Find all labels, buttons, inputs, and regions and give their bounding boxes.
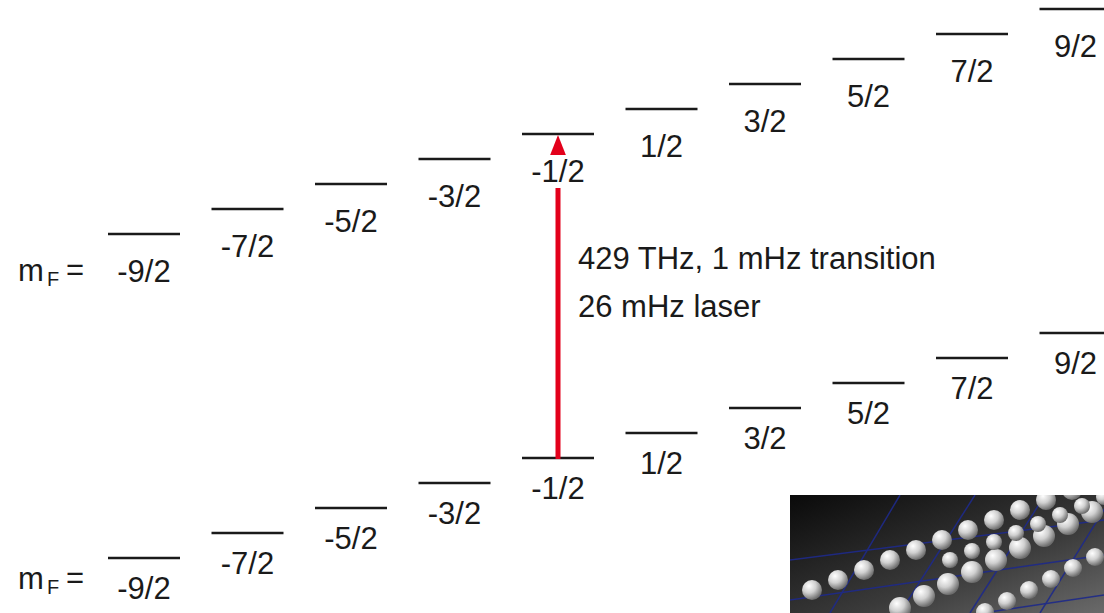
atom xyxy=(932,530,952,550)
sublevel-label: -9/2 xyxy=(117,256,170,287)
sublevel-label: -3/2 xyxy=(428,498,481,529)
atom xyxy=(998,592,1016,610)
energy-level xyxy=(212,532,284,535)
atom xyxy=(961,561,983,583)
energy-level xyxy=(936,33,1008,36)
atom xyxy=(913,585,935,607)
quantum-number-label: m xyxy=(18,563,44,594)
energy-level xyxy=(108,557,180,560)
atom xyxy=(937,573,959,595)
sublevel-label: -7/2 xyxy=(221,548,274,579)
atom xyxy=(906,540,926,560)
sublevel-label: -5/2 xyxy=(324,206,377,237)
atom xyxy=(958,520,978,540)
atom xyxy=(984,510,1004,530)
energy-level xyxy=(315,183,387,186)
energy-level xyxy=(419,158,491,161)
energy-level xyxy=(626,108,698,111)
atom xyxy=(1086,548,1104,566)
quantum-number-subscript: F xyxy=(47,577,59,597)
atom xyxy=(1030,516,1046,532)
atom xyxy=(942,552,958,568)
sublevel-label: 7/2 xyxy=(950,373,993,404)
sublevel-label: -9/2 xyxy=(117,573,170,604)
atom xyxy=(1008,525,1024,541)
energy-level xyxy=(936,357,1008,360)
atom xyxy=(964,543,980,559)
energy-level xyxy=(626,432,698,435)
laser-note: 26 mHz laser xyxy=(578,291,761,322)
atom xyxy=(985,549,1007,571)
energy-level xyxy=(833,382,905,385)
sublevel-label: -1/2 xyxy=(531,473,584,504)
atom xyxy=(1020,581,1038,599)
atom xyxy=(1036,495,1056,510)
sublevel-label: 3/2 xyxy=(743,423,786,454)
energy-level xyxy=(729,83,801,86)
energy-level xyxy=(833,58,905,61)
energy-level xyxy=(522,133,594,136)
sublevel-label: -7/2 xyxy=(221,231,274,262)
atom xyxy=(802,580,822,600)
atom xyxy=(1009,537,1031,559)
transition-note: 429 THz, 1 mHz transition xyxy=(578,243,936,274)
sublevel-label: 9/2 xyxy=(1054,31,1097,62)
energy-level xyxy=(315,507,387,510)
atom xyxy=(880,550,900,570)
atom xyxy=(828,570,848,590)
quantum-number-subscript: F xyxy=(47,269,59,289)
sublevel-label: 3/2 xyxy=(743,106,786,137)
atom xyxy=(1074,498,1090,514)
atom xyxy=(854,560,874,580)
energy-level xyxy=(729,407,801,410)
quantum-number-label: m xyxy=(18,255,44,286)
sublevel-label: 9/2 xyxy=(1054,348,1097,379)
atom xyxy=(1042,570,1060,588)
sublevel-label: -3/2 xyxy=(428,181,481,212)
sublevel-label: 1/2 xyxy=(640,131,683,162)
sublevel-label: 5/2 xyxy=(847,81,890,112)
sublevel-label: 1/2 xyxy=(640,448,683,479)
atom xyxy=(1052,507,1068,523)
sublevel-label: 5/2 xyxy=(847,398,890,429)
energy-level xyxy=(1040,8,1104,11)
energy-level xyxy=(108,233,180,236)
laser-arrow-shaft xyxy=(556,160,561,459)
atom xyxy=(1010,500,1030,520)
sublevel-label: -5/2 xyxy=(324,523,377,554)
energy-level xyxy=(212,208,284,211)
equals-sign: = xyxy=(66,254,84,285)
atom xyxy=(976,603,994,613)
atom xyxy=(1096,495,1104,505)
energy-level xyxy=(419,482,491,485)
energy-level xyxy=(1040,332,1104,335)
atom xyxy=(986,534,1002,550)
atom xyxy=(889,597,911,613)
sublevel-label: -1/2 xyxy=(528,155,587,188)
sublevel-label: 7/2 xyxy=(950,56,993,87)
lattice-image xyxy=(790,495,1104,613)
equals-sign: = xyxy=(66,562,84,593)
atom xyxy=(1064,559,1082,577)
